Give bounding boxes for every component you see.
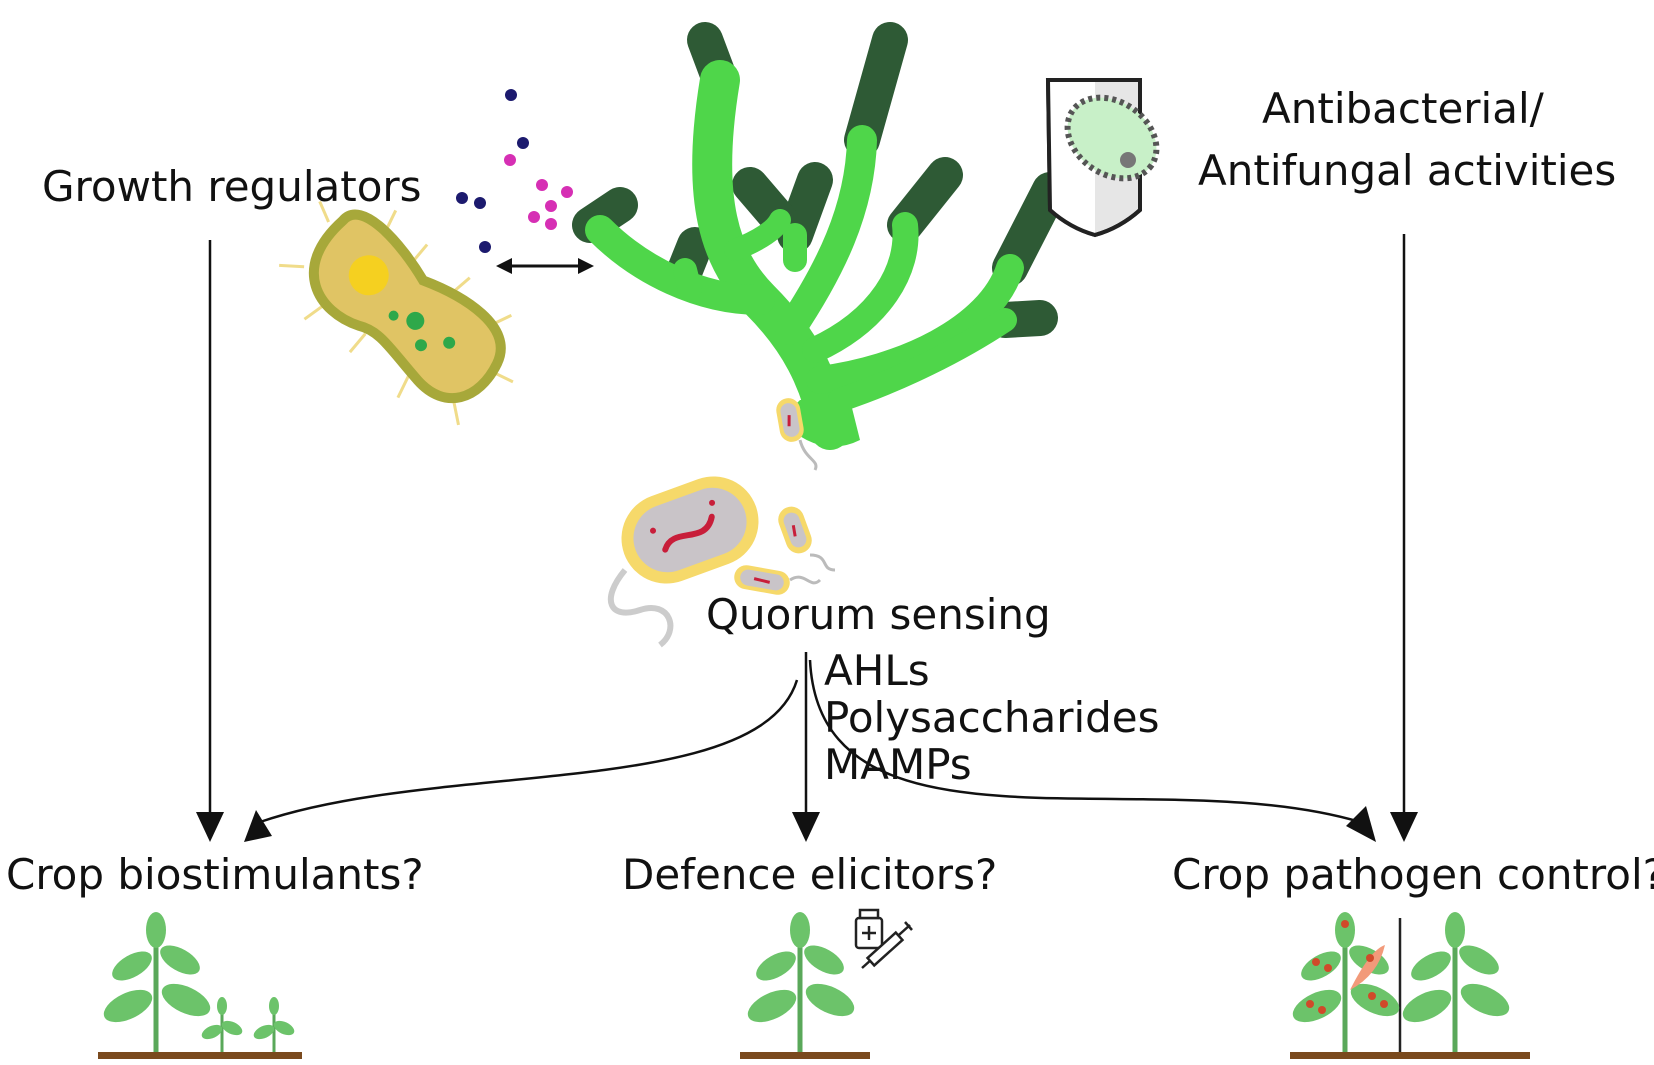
bacteria-cluster-icon bbox=[607, 398, 836, 648]
vial-and-syringe-icon bbox=[854, 908, 913, 969]
plant-seedling-icon bbox=[740, 912, 870, 1059]
label-quorum-sensing: Quorum sensing bbox=[706, 590, 1051, 639]
exchange-arrow bbox=[496, 258, 594, 274]
label-antibacterial: Antibacterial/ bbox=[1262, 84, 1544, 133]
label-defence-elicitors: Defence elicitors? bbox=[622, 850, 998, 899]
seaweed-icon bbox=[572, 22, 1068, 450]
flow-arrows bbox=[208, 234, 1406, 824]
label-crop-pathogen-control: Crop pathogen control? bbox=[1172, 850, 1654, 899]
label-ahls: AHLs bbox=[824, 646, 930, 695]
signal-molecules bbox=[456, 89, 573, 253]
arrow-heads bbox=[196, 806, 1418, 842]
label-crop-biostimulants: Crop biostimulants? bbox=[6, 850, 424, 899]
label-growth-regulators: Growth regulators bbox=[42, 162, 422, 211]
rod-bacterium-icon bbox=[279, 200, 514, 426]
label-mamps: MAMPs bbox=[824, 740, 972, 789]
arrow-qs-to-pathogen bbox=[808, 659, 1361, 824]
label-antifungal: Antifungal activities bbox=[1198, 146, 1617, 195]
label-polysaccharides: Polysaccharides bbox=[824, 693, 1160, 742]
plant-seedling-icon bbox=[1290, 912, 1530, 1059]
plant-seedling-icon bbox=[98, 912, 302, 1059]
shield-bacterium-icon bbox=[1045, 78, 1160, 238]
arrow-qs-to-biostimulants bbox=[259, 679, 799, 824]
